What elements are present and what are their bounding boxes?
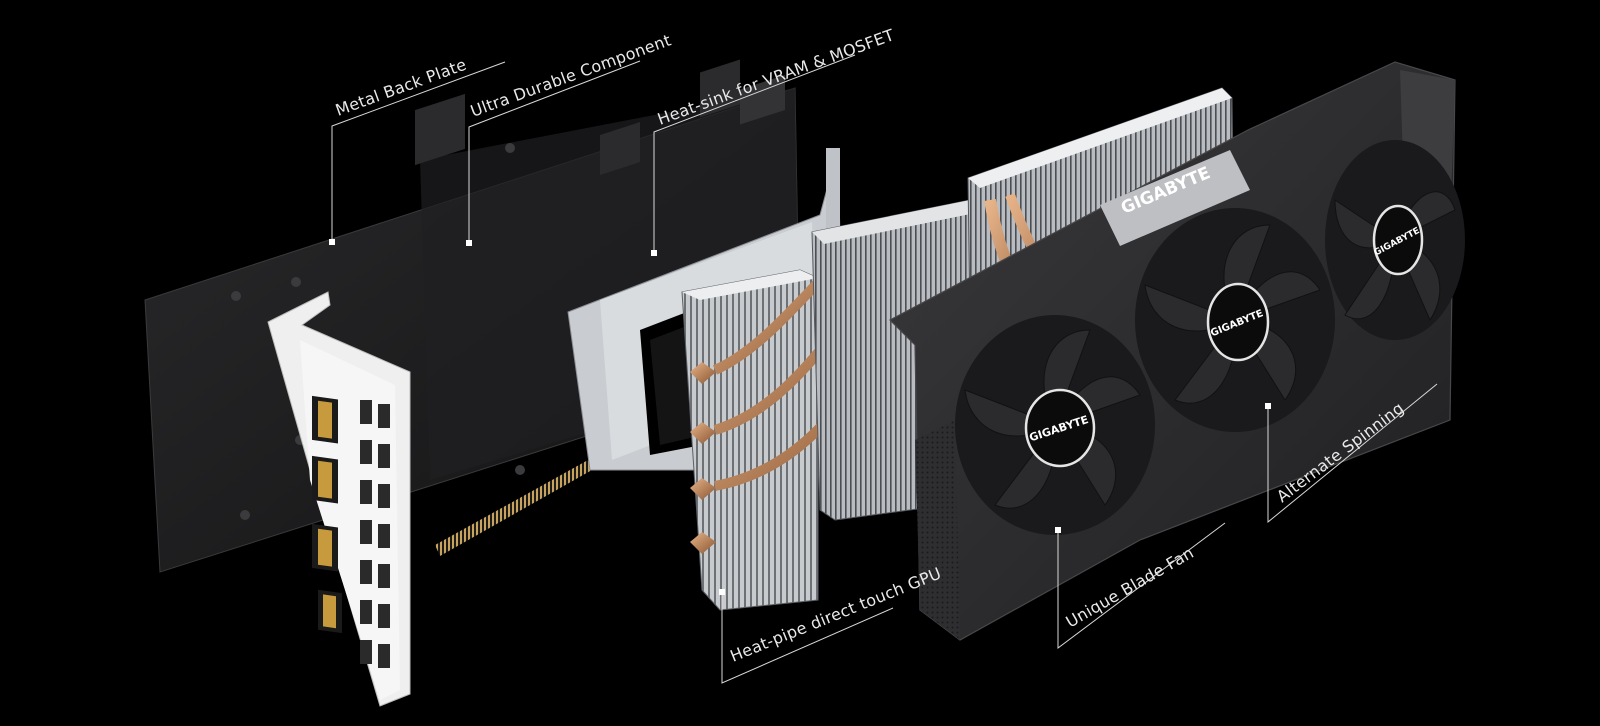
label-ultra-durable-component: Ultra Durable Component	[468, 30, 674, 120]
fan-left: GIGABYTE	[955, 315, 1155, 535]
fan-right: GIGABYTE	[1325, 140, 1465, 340]
fan-shroud: GIGABYTE GIGABYTE	[889, 61, 1465, 641]
fan-middle: GIGABYTE	[1135, 208, 1335, 432]
io-bracket	[267, 291, 411, 707]
